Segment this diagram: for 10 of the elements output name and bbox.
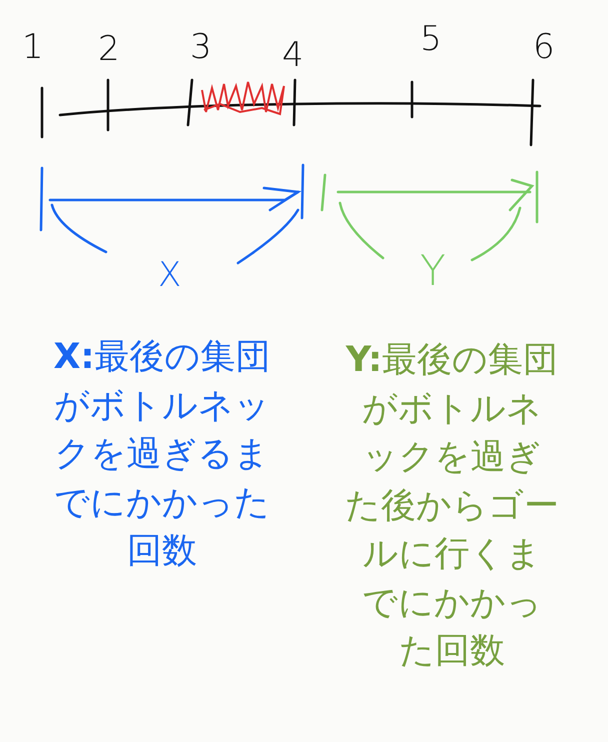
tick-label: 1 [22,30,44,64]
tick-label: 4 [282,38,304,72]
bracket-label: X [158,258,182,292]
tick-label: 2 [98,32,120,66]
bracket-label: Y [420,250,446,292]
description-text: Y:最後の集団がボトルネックを過ぎた後からゴールに行くまでにかかった回数 [345,339,559,673]
tick-label: 6 [533,30,555,64]
tick-label: 5 [420,22,442,56]
tick-label: 3 [190,30,212,64]
description-text: X:最後の集団がボトルネックを過ぎるまでにかかった回数 [52,336,272,573]
